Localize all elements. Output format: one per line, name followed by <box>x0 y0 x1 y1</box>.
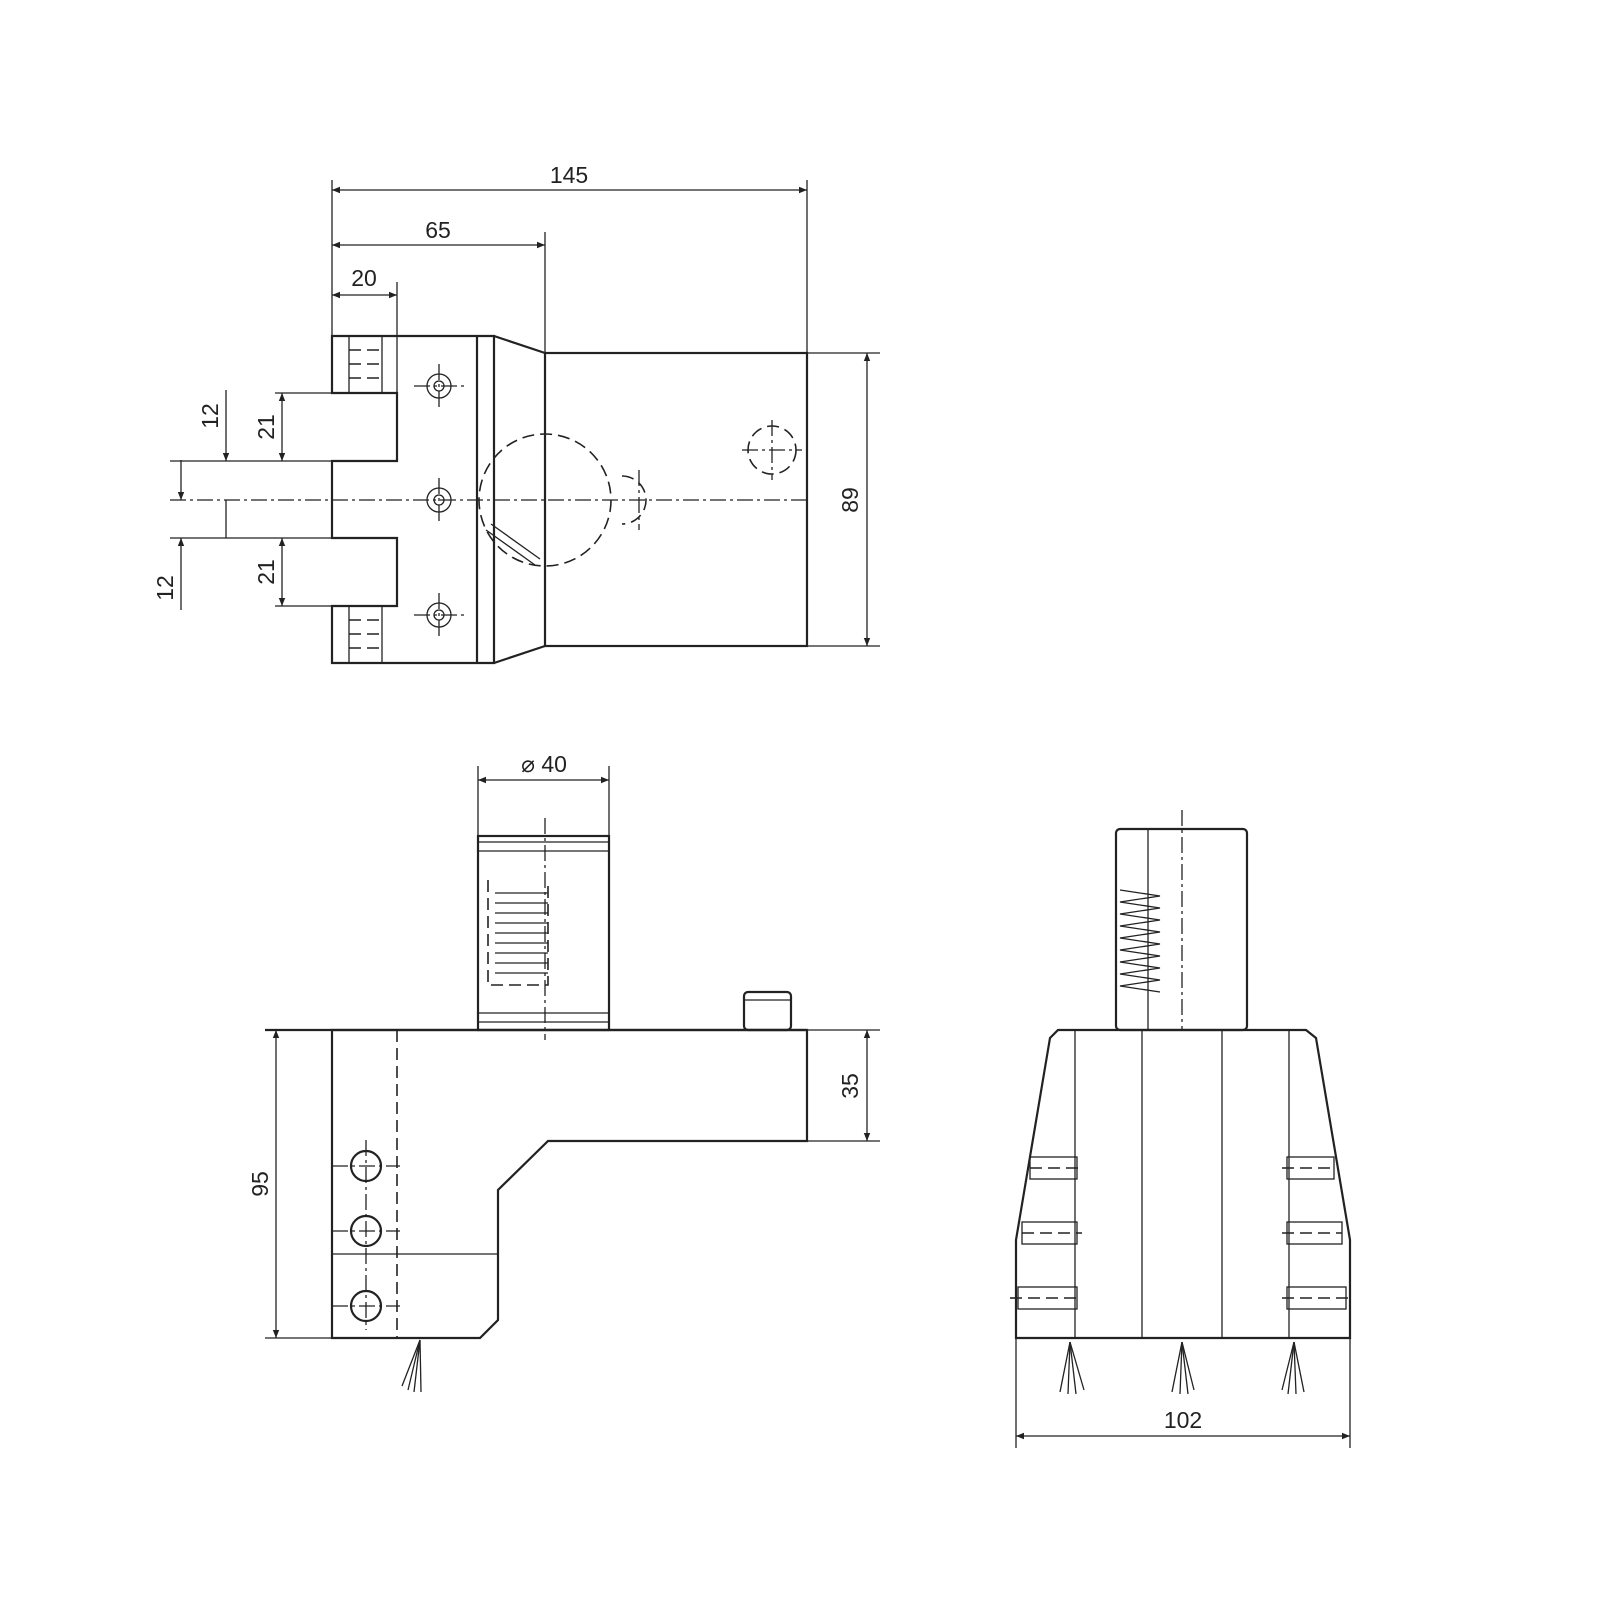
screw-plug-upper <box>348 335 383 394</box>
coolant-brush-front <box>401 1339 422 1393</box>
dim-diameter-40: ⌀ 40 <box>521 751 567 777</box>
top-view: 145 65 20 89 21 21 12 12 <box>152 162 880 665</box>
coolant-brushes-end <box>1059 1341 1305 1395</box>
dim-89: 89 <box>837 487 863 513</box>
end-view: 102 <box>1010 810 1354 1448</box>
dim-21-lower: 21 <box>253 559 279 585</box>
front-view: ⌀ 40 95 35 <box>247 751 880 1393</box>
dim-12-upper: 12 <box>197 403 223 429</box>
dim-145: 145 <box>550 162 588 188</box>
dim-20: 20 <box>351 265 377 291</box>
dim-21-upper: 21 <box>253 414 279 440</box>
end-view-screws-right <box>1282 1156 1354 1310</box>
dim-65: 65 <box>425 217 451 243</box>
end-view-thread <box>1119 889 1161 993</box>
dim-102: 102 <box>1164 1407 1202 1433</box>
shank-thread <box>487 880 549 986</box>
dim-35: 35 <box>837 1073 863 1099</box>
end-view-screws-left <box>1010 1156 1082 1310</box>
screw-plug-lower <box>348 605 383 664</box>
dim-95: 95 <box>247 1171 273 1197</box>
dim-12-lower: 12 <box>152 575 178 601</box>
front-bolt-holes <box>332 1140 400 1330</box>
